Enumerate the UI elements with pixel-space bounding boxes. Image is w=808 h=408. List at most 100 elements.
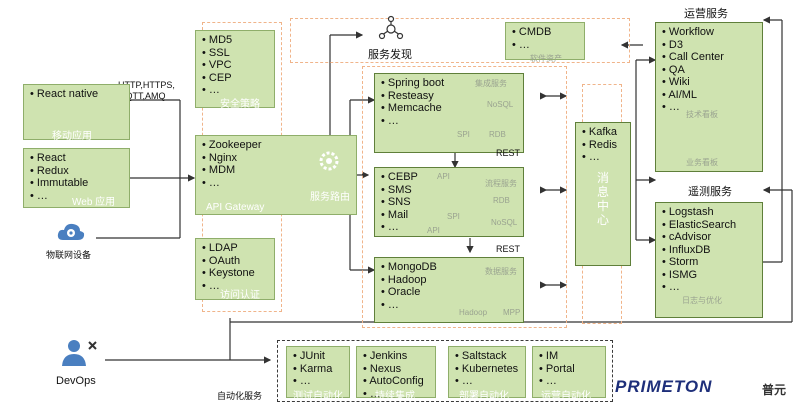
top-dashed-area (290, 18, 630, 63)
list-item: Spring boot (381, 77, 444, 90)
list-item: … (539, 375, 575, 388)
process-sub-api-2: API (427, 226, 440, 235)
cloud-gear-icon (57, 223, 85, 240)
integration-list: Spring boot Resteasy Memcache … (381, 77, 444, 127)
list-item: QA (662, 64, 724, 77)
list-item: … (512, 39, 551, 52)
service-discovery-label: 服务发现 (368, 49, 412, 61)
gear-icon (319, 151, 339, 171)
list-item: … (455, 375, 518, 388)
integration-service-box: Spring boot Resteasy Memcache … 集成服务 NoS… (374, 73, 524, 153)
deploy-automation-caption: 部署自动化 (459, 391, 509, 402)
list-item: Saltstack (455, 350, 518, 363)
data-list: MongoDB Hadoop Oracle … (381, 261, 437, 311)
automation-dashed-area (277, 340, 613, 402)
list-item: React (30, 152, 88, 165)
list-item: … (202, 280, 255, 293)
list-item: Nginx (202, 152, 262, 165)
list-item: CMDB (512, 26, 551, 39)
list-item: … (30, 190, 88, 203)
process-sub-rdb: RDB (493, 196, 510, 205)
test-automation-box: JUnit Karma … 测试自动化 (286, 346, 350, 402)
list-item: … (662, 281, 736, 294)
list-item: VPC (202, 59, 232, 72)
list-item: D3 (662, 39, 724, 52)
list-item: Karma (293, 363, 332, 376)
test-automation-list: JUnit Karma … (293, 350, 332, 388)
protocol-label-2: MQTT,AMQ (118, 91, 166, 101)
list-item: JUnit (293, 350, 332, 363)
list-item: … (582, 151, 617, 164)
gateway-caption: API Gateway (206, 202, 265, 213)
list-item: IM (539, 350, 575, 363)
api-gateway-box: Zookeeper Nginx MDM … API Gateway 服务路由 (195, 135, 357, 215)
ci-list: Jenkins Nexus AutoConfig … (363, 350, 424, 400)
list-item: Oracle (381, 286, 437, 299)
security-caption: 安全策略 (220, 99, 260, 110)
primeton-logo-suffix: 普元 (762, 383, 787, 397)
mobile-list: React native (30, 88, 98, 101)
process-caption: 流程服务 (485, 179, 517, 188)
list-item: Logstash (662, 206, 736, 219)
list-item: … (202, 84, 232, 97)
process-sub-spi: SPI (447, 212, 460, 221)
gateway-list: Zookeeper Nginx MDM … (202, 139, 262, 189)
list-item: … (202, 177, 262, 190)
list-item: Mail (381, 209, 418, 222)
service-dashed-area (362, 66, 567, 328)
route-caption: 服务路由 (310, 192, 350, 203)
list-item: CEP (202, 72, 232, 85)
ci-caption: 持续集成 (375, 391, 415, 402)
list-item: AutoConfig (363, 375, 423, 388)
mq-list: Kafka Redis … (582, 126, 617, 164)
list-item: LDAP (202, 242, 255, 255)
list-item: Resteasy (381, 90, 444, 103)
ops-services-label: 运营服务 (684, 8, 728, 20)
ops-automation-list: IM Portal … (539, 350, 575, 388)
web-list: React Redux Immutable … (30, 152, 88, 202)
protocol-label-1: HTTP,HTTPS, (118, 80, 175, 90)
test-automation-caption: 测试自动化 (293, 391, 343, 402)
iot-label: 物联网设备 (46, 250, 92, 260)
list-item: MDM (202, 164, 262, 177)
ci-box: Jenkins Nexus AutoConfig … 持续集成 (356, 346, 436, 402)
rest-label-2: REST (496, 244, 521, 254)
security-list: MD5 SSL VPC CEP … (202, 34, 232, 97)
list-item: Call Center (662, 51, 724, 64)
security-box: MD5 SSL VPC CEP … 安全策略 (195, 30, 275, 110)
message-center-box: Kafka Redis … 消息中心 (575, 122, 631, 266)
web-app-box: React Redux Immutable … Web 应用 (23, 148, 130, 208)
list-item: … (381, 299, 437, 312)
list-item: Workflow (662, 26, 724, 39)
cmdb-box: CMDB … 软件资产 (505, 22, 585, 63)
devops-label: DevOps (56, 375, 96, 387)
ops-list: Workflow D3 Call Center QA Wiki AI/ML … (662, 26, 724, 114)
monitor-service-box: Logstash ElasticSearch cAdvisor InfluxDB… (655, 202, 763, 318)
list-item: Redis (582, 139, 617, 152)
cmdb-caption: 软件资产 (530, 54, 562, 63)
integration-sub-rdb: RDB (489, 130, 506, 139)
automation-label: 自动化服务 (217, 391, 263, 401)
list-item: AI/ML (662, 89, 724, 102)
list-item: … (381, 115, 444, 128)
process-sub-nosql: NoSQL (491, 218, 518, 227)
list-item: SNS (381, 196, 418, 209)
list-item: Nexus (363, 363, 424, 376)
process-list: CEBP SMS SNS Mail … (381, 171, 418, 234)
list-item: Kafka (582, 126, 617, 139)
list-item: Kubernetes (455, 363, 518, 376)
ops-automation-box: IM Portal … 运营自动化 (532, 346, 606, 402)
list-item: MD5 (202, 34, 232, 47)
list-item: MongoDB (381, 261, 437, 274)
mobile-caption: 移动应用 (52, 131, 92, 142)
web-caption: Web 应用 (72, 197, 116, 208)
list-item: React native (30, 88, 98, 101)
list-item: Zookeeper (202, 139, 262, 152)
list-item: SMS (381, 184, 418, 197)
list-item: Memcache (381, 102, 444, 115)
ops-automation-caption: 运营自动化 (541, 391, 591, 402)
data-sub-hadoop: Hadoop (459, 308, 488, 317)
user-tools-icon (62, 340, 97, 366)
ops-service-box: Workflow D3 Call Center QA Wiki AI/ML … … (655, 22, 763, 172)
